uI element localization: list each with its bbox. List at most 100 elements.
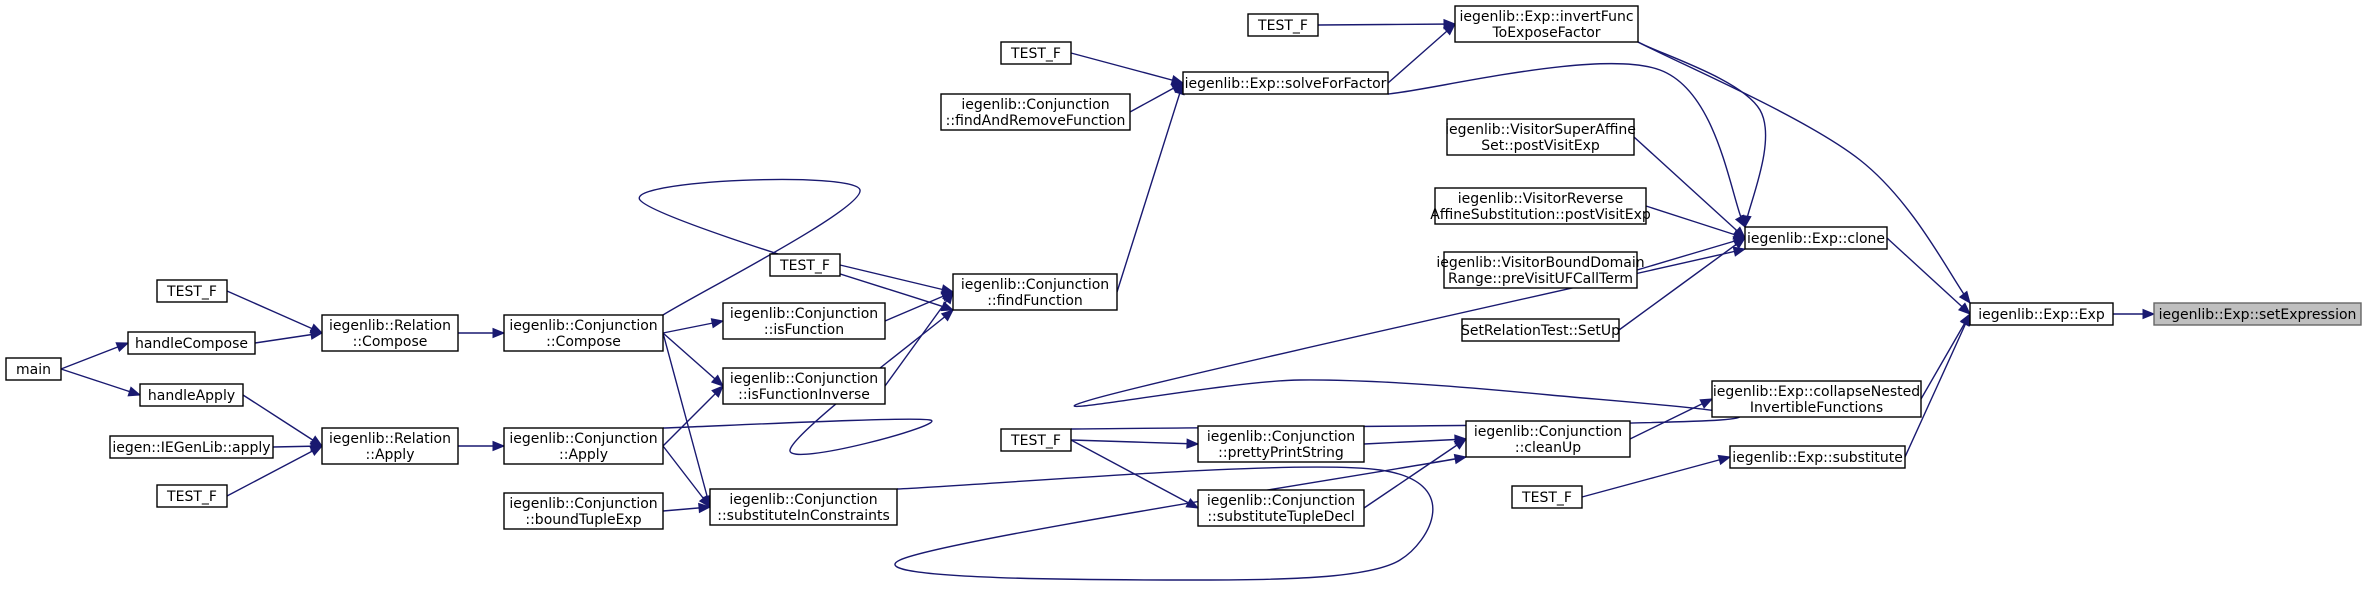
node-setExpression[interactable]: iegenlib::Exp::setExpression — [2153, 302, 2362, 326]
node-cleanUp[interactable]: iegenlib::Conjunction::cleanUp — [1465, 420, 1631, 458]
node-box[interactable] — [503, 427, 664, 465]
node-label: TEST_F — [1010, 46, 1061, 62]
node-main[interactable]: main — [5, 357, 62, 381]
node-box[interactable] — [769, 253, 841, 277]
node-visitorSuperAffine[interactable]: iegenlib::VisitorSuperAffineSet::postVis… — [1445, 118, 1636, 156]
node-label: TEST_F — [1257, 18, 1308, 34]
node-testF_find[interactable]: TEST_F — [769, 253, 841, 277]
node-box[interactable] — [1969, 302, 2114, 326]
node-testF_sub[interactable]: TEST_F — [1511, 485, 1583, 509]
node-box[interactable] — [1465, 420, 1631, 458]
node-label: iegenlib::VisitorSuperAffine — [1445, 122, 1636, 138]
node-box[interactable] — [503, 314, 664, 352]
node-box[interactable] — [1711, 380, 1922, 418]
node-box[interactable] — [1000, 428, 1072, 452]
edge-isFunction-to-conjCompose — [662, 318, 725, 334]
node-ExpExp[interactable]: iegenlib::Exp::Exp — [1969, 302, 2114, 326]
arrowhead — [1442, 23, 1456, 36]
node-box[interactable] — [1197, 489, 1365, 527]
node-visitorBound[interactable]: iegenlib::VisitorBoundDomainRange::preVi… — [1436, 251, 1645, 289]
edge-substTupleDecl-to-testF_clean — [1070, 439, 1200, 509]
node-box[interactable] — [321, 314, 459, 352]
node-findFunction[interactable]: iegenlib::Conjunction::findFunction — [952, 273, 1118, 311]
node-relCompose[interactable]: iegenlib::Relation::Compose — [321, 314, 459, 352]
arrowhead — [127, 386, 142, 397]
node-box[interactable] — [503, 492, 664, 530]
node-box[interactable] — [1197, 425, 1365, 463]
node-conjApply[interactable]: iegenlib::Conjunction::Apply — [503, 427, 664, 465]
node-label: iegenlib::Conjunction — [961, 277, 1109, 293]
edge-handleCompose-to-main — [60, 342, 130, 370]
node-box[interactable] — [1729, 445, 1906, 469]
node-box[interactable] — [1434, 187, 1647, 225]
edge-substitute-to-testF_sub — [1581, 454, 1732, 498]
node-label: iegenlib::Exp::clone — [1747, 231, 1885, 247]
node-box[interactable] — [1744, 226, 1888, 250]
node-box[interactable] — [1446, 118, 1635, 156]
node-box[interactable] — [722, 302, 886, 340]
node-box[interactable] — [139, 383, 244, 407]
edge-line — [1886, 237, 1971, 315]
node-solveForFactor[interactable]: iegenlib::Exp::solveForFactor — [1182, 71, 1389, 95]
node-label: iegenlib::Relation — [329, 318, 451, 334]
node-box[interactable] — [1461, 318, 1620, 342]
node-box[interactable] — [940, 93, 1131, 131]
node-label: AffineSubstitution::postVisitExp — [1430, 207, 1651, 223]
node-isFunction[interactable]: iegenlib::Conjunction::isFunction — [722, 302, 886, 340]
edge-substInConstraints-to-conjApply — [662, 445, 711, 509]
node-iegenApply[interactable]: iegen::IEGenLib::apply — [109, 435, 274, 459]
node-substitute[interactable]: iegenlib::Exp::substitute — [1729, 445, 1906, 469]
node-setRelSetUp[interactable]: SetRelationTest::SetUp — [1461, 318, 1620, 342]
arrowhead — [942, 290, 954, 305]
node-conjCompose[interactable]: iegenlib::Conjunction::Compose — [503, 314, 664, 352]
node-prettyPrint[interactable]: iegenlib::Conjunction::prettyPrintString — [1197, 425, 1365, 463]
node-box[interactable] — [321, 427, 459, 465]
node-testF_comp[interactable]: TEST_F — [156, 279, 228, 303]
node-findAndRemove[interactable]: iegenlib::Conjunction::findAndRemoveFunc… — [940, 93, 1131, 131]
node-box[interactable] — [5, 357, 62, 381]
node-box[interactable] — [1454, 5, 1639, 43]
node-handleCompose[interactable]: handleCompose — [127, 331, 256, 355]
arrowhead — [1732, 237, 1747, 250]
edge-cleanUp-to-substInConstraints — [894, 453, 1468, 581]
node-handleApply[interactable]: handleApply — [139, 383, 244, 407]
node-label: iegen::IEGenLib::apply — [112, 440, 270, 456]
node-clone[interactable]: iegenlib::Exp::clone — [1744, 226, 1888, 250]
node-relApply[interactable]: iegenlib::Relation::Apply — [321, 427, 459, 465]
node-label: iegenlib::Exp::substitute — [1732, 450, 1903, 466]
node-label: main — [16, 362, 51, 378]
node-box[interactable] — [722, 367, 886, 405]
node-substInConstraints[interactable]: iegenlib::Conjunction::substituteInConst… — [709, 488, 898, 526]
edge-cleanUp-to-prettyPrint — [1363, 434, 1468, 445]
node-box[interactable] — [1443, 251, 1638, 289]
node-box[interactable] — [1247, 13, 1319, 37]
node-substTupleDecl[interactable]: iegenlib::Conjunction::substituteTupleDe… — [1197, 489, 1365, 527]
node-box[interactable] — [709, 488, 898, 526]
node-label: TEST_F — [779, 258, 830, 274]
edge-line — [1637, 41, 1971, 304]
node-box[interactable] — [1182, 71, 1389, 95]
node-box[interactable] — [1511, 485, 1583, 509]
node-box[interactable] — [156, 279, 228, 303]
node-box[interactable] — [952, 273, 1118, 311]
node-collapse[interactable]: iegenlib::Exp::collapseNestedInvertibleF… — [1711, 380, 1922, 418]
node-testF_solve[interactable]: TEST_F — [1000, 41, 1072, 65]
node-testF_inv[interactable]: TEST_F — [1247, 13, 1319, 37]
node-testF_apply[interactable]: TEST_F — [156, 484, 228, 508]
edge-line — [1637, 41, 1767, 228]
edge-line — [1070, 439, 1199, 509]
node-box[interactable] — [1000, 41, 1072, 65]
node-label: ::substituteInConstraints — [717, 508, 890, 524]
node-box[interactable] — [156, 484, 228, 508]
edge-conjCompose-to-relCompose — [457, 327, 506, 339]
node-testF_clean[interactable]: TEST_F — [1000, 428, 1072, 452]
edge-findFunction-to-conjCompose — [639, 178, 955, 316]
node-boundTupleExp[interactable]: iegenlib::Conjunction::boundTupleExp — [503, 492, 664, 530]
node-visitorReverse[interactable]: iegenlib::VisitorReverseAffineSubstituti… — [1430, 187, 1651, 225]
node-isFunctionInverse[interactable]: iegenlib::Conjunction::isFunctionInverse — [722, 367, 886, 405]
node-box[interactable] — [109, 435, 274, 459]
node-label: ::Compose — [546, 334, 621, 350]
node-box[interactable] — [2153, 302, 2362, 326]
node-box[interactable] — [127, 331, 256, 355]
